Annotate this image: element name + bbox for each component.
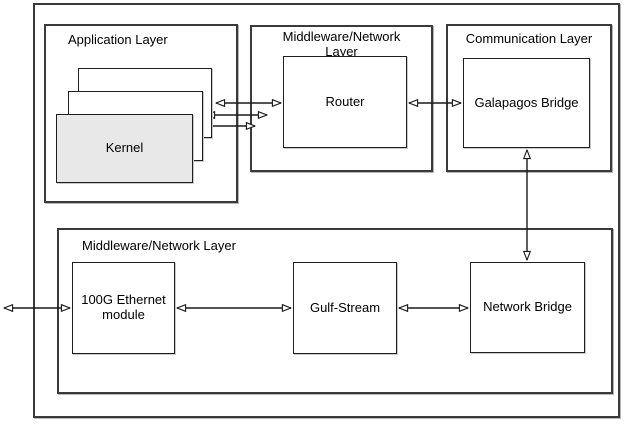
kernel-card: Kernel bbox=[56, 114, 193, 183]
gulf-stream-box: Gulf-Stream bbox=[293, 262, 397, 354]
middleware-layer-bottom-title: Middleware/Network Layer bbox=[82, 238, 236, 253]
gulf-stream-label: Gulf-Stream bbox=[309, 299, 381, 315]
router-box: Router bbox=[283, 56, 407, 148]
communication-layer-title: Communication Layer bbox=[465, 31, 593, 46]
galapagos-bridge-box: Galapagos Bridge bbox=[463, 58, 590, 148]
galapagos-bridge-label: Galapagos Bridge bbox=[474, 94, 579, 110]
network-bridge-label: Network Bridge bbox=[483, 299, 572, 315]
kernel-label: Kernel bbox=[105, 140, 144, 156]
ethernet-module-box: 100G Ethernet module bbox=[72, 262, 175, 354]
system-boundary-box bbox=[33, 3, 620, 418]
router-label: Router bbox=[325, 93, 365, 109]
network-bridge-box: Network Bridge bbox=[470, 262, 585, 353]
ethernet-module-label: 100G Ethernet module bbox=[81, 292, 166, 322]
application-layer-title: Application Layer bbox=[68, 32, 168, 47]
middleware-layer-top-title: Middleware/Network Layer bbox=[282, 29, 401, 59]
